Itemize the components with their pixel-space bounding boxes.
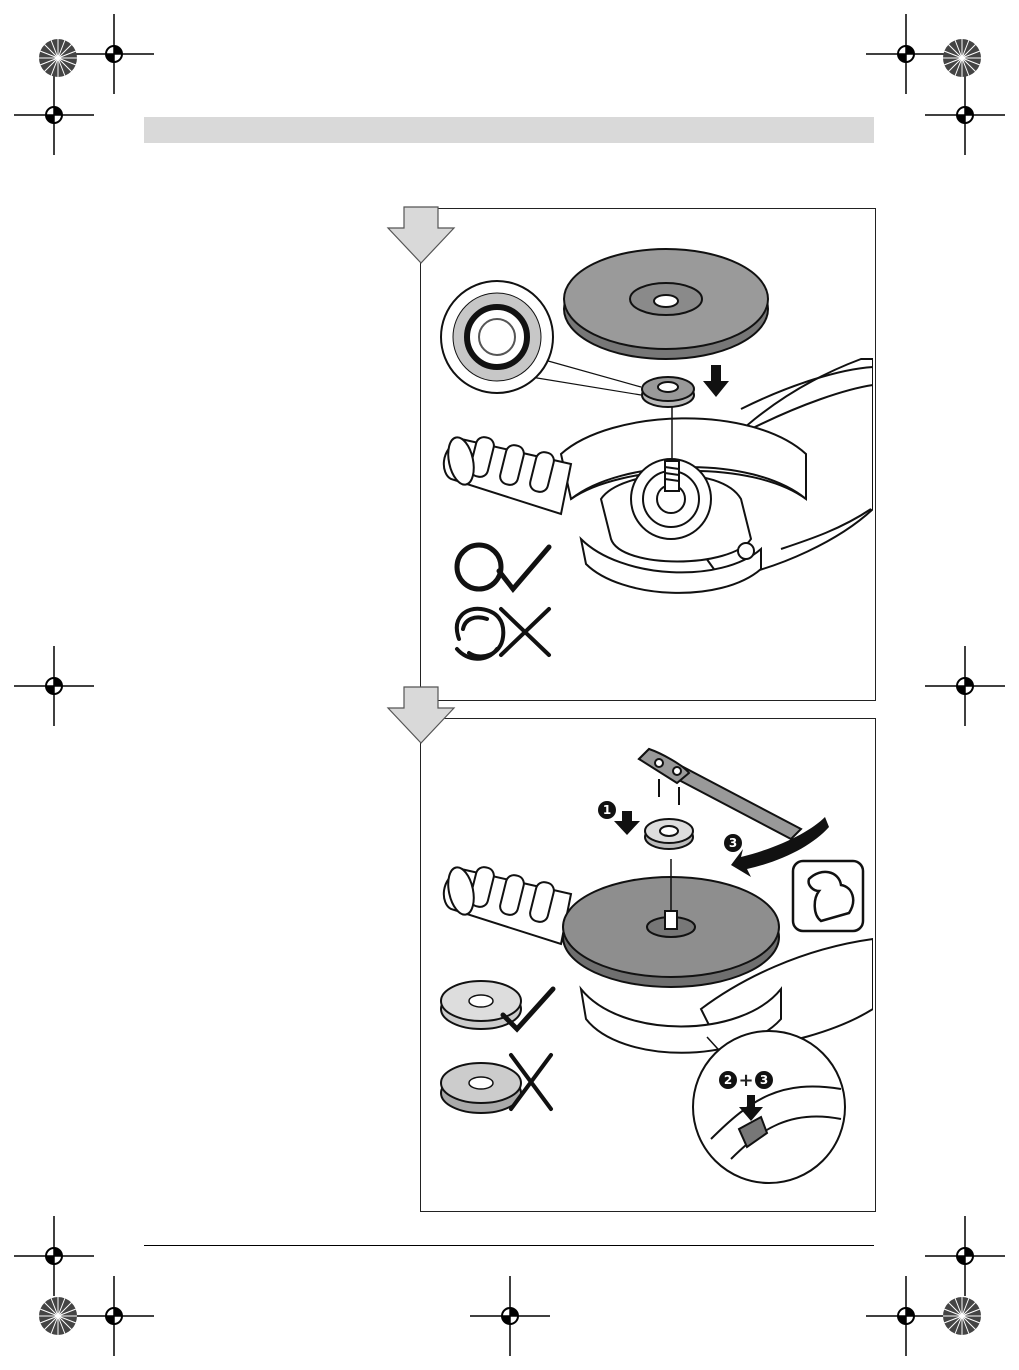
registration-mark-icon bbox=[74, 1276, 154, 1356]
calibration-rosette-icon bbox=[38, 1296, 78, 1336]
plus-sign: + bbox=[738, 1070, 753, 1091]
cutting-disc bbox=[563, 859, 779, 987]
registration-mark-icon bbox=[14, 75, 94, 155]
cross-icon bbox=[441, 1055, 551, 1113]
header-bar bbox=[144, 117, 874, 143]
registration-mark-icon bbox=[470, 1276, 550, 1356]
calibration-rosette-icon bbox=[942, 38, 982, 78]
cutting-disc bbox=[564, 249, 768, 359]
registration-mark-icon bbox=[866, 1276, 946, 1356]
step-1-number: 1 bbox=[603, 803, 611, 817]
footer-rule bbox=[144, 1245, 874, 1246]
step-2-number: 2 bbox=[724, 1073, 732, 1087]
step-3b-number: 3 bbox=[760, 1073, 768, 1087]
step-3-number: 3 bbox=[729, 836, 737, 850]
muscle-arm-icon bbox=[793, 861, 863, 931]
step1-arrow-icon bbox=[614, 811, 640, 835]
cross-icon bbox=[457, 609, 549, 659]
check-icon bbox=[441, 981, 553, 1029]
registration-mark-icon bbox=[925, 75, 1005, 155]
calibration-rosette-icon bbox=[942, 1296, 982, 1336]
illustration-mount-wheel bbox=[421, 209, 873, 698]
calibration-rosette-icon bbox=[38, 38, 78, 78]
insert-arrow-icon bbox=[703, 365, 729, 397]
check-icon bbox=[457, 545, 549, 589]
clamping-nut bbox=[645, 819, 693, 849]
registration-mark-icon bbox=[925, 646, 1005, 726]
mounting-flange bbox=[642, 377, 694, 407]
spindle-lock-zoom bbox=[693, 1031, 845, 1183]
registration-mark-icon bbox=[14, 646, 94, 726]
illustration-tighten-nut: 1 3 2 + 3 bbox=[421, 719, 873, 1209]
